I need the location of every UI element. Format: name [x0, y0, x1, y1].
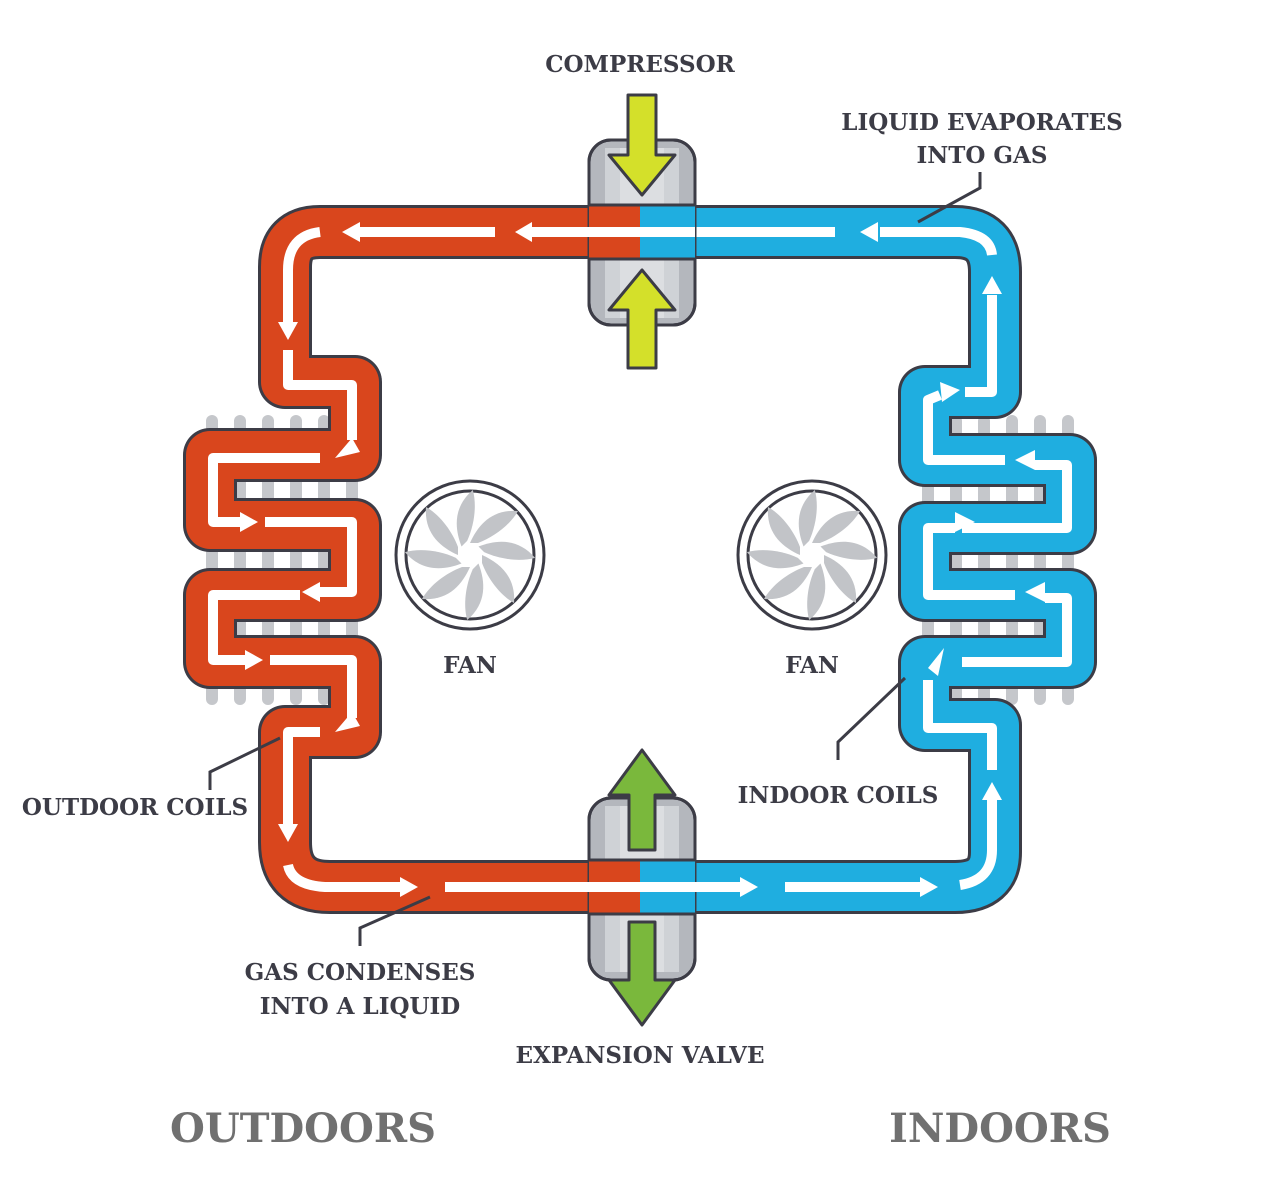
coil-fin — [262, 415, 274, 705]
compressor-label: COMPRESSOR — [545, 51, 735, 78]
expansion-valve — [585, 748, 700, 1027]
fan-blade — [807, 563, 826, 621]
fan-blade — [465, 563, 484, 621]
compressor-arrow-up-icon — [607, 268, 677, 370]
fan-blade — [798, 489, 817, 547]
condenses-label-line1: GAS CONDENSES — [245, 959, 476, 986]
fan-blade — [422, 567, 470, 600]
expansion-arrow-down-icon — [607, 920, 677, 1027]
expansion-arrow-up-icon — [607, 748, 677, 852]
condenses-label-line2: INTO A LIQUID — [260, 993, 461, 1020]
fan-blade — [404, 550, 462, 569]
indoors-label: INDOORS — [889, 1105, 1111, 1152]
compressor-arrow-down-icon — [607, 93, 677, 197]
coil-fin — [1006, 415, 1018, 705]
compressor — [585, 93, 697, 370]
coil-fin — [950, 415, 962, 705]
leader-lines — [208, 172, 982, 946]
fan-left-label: FAN — [443, 652, 497, 679]
fan-blade — [764, 567, 812, 600]
fan-blade — [478, 541, 536, 560]
fan-blade — [820, 541, 878, 560]
indoor-coils-label: INDOOR COILS — [738, 782, 939, 809]
fan-blade — [767, 507, 800, 555]
fan-right-label: FAN — [785, 652, 839, 679]
fan-blade — [425, 507, 458, 555]
outdoor-coils-label: OUTDOOR COILS — [22, 794, 248, 821]
fan-blade — [824, 555, 857, 603]
fan-right-icon — [736, 479, 888, 631]
outdoors-label: OUTDOORS — [170, 1105, 436, 1152]
fan-blade — [456, 489, 475, 547]
evaporates-label-line1: LIQUID EVAPORATES — [841, 109, 1122, 136]
coil-fin — [318, 415, 330, 705]
evaporates-label-line2: INTO GAS — [916, 142, 1047, 169]
fan-blade — [812, 510, 860, 543]
coil-fin — [978, 415, 990, 705]
coil-fin — [290, 415, 302, 705]
fan-left-icon — [394, 479, 546, 631]
fan-blade — [470, 510, 518, 543]
expansion-valve-label: EXPANSION VALVE — [515, 1042, 764, 1069]
fan-blade — [482, 555, 515, 603]
fan-blade — [746, 550, 804, 569]
